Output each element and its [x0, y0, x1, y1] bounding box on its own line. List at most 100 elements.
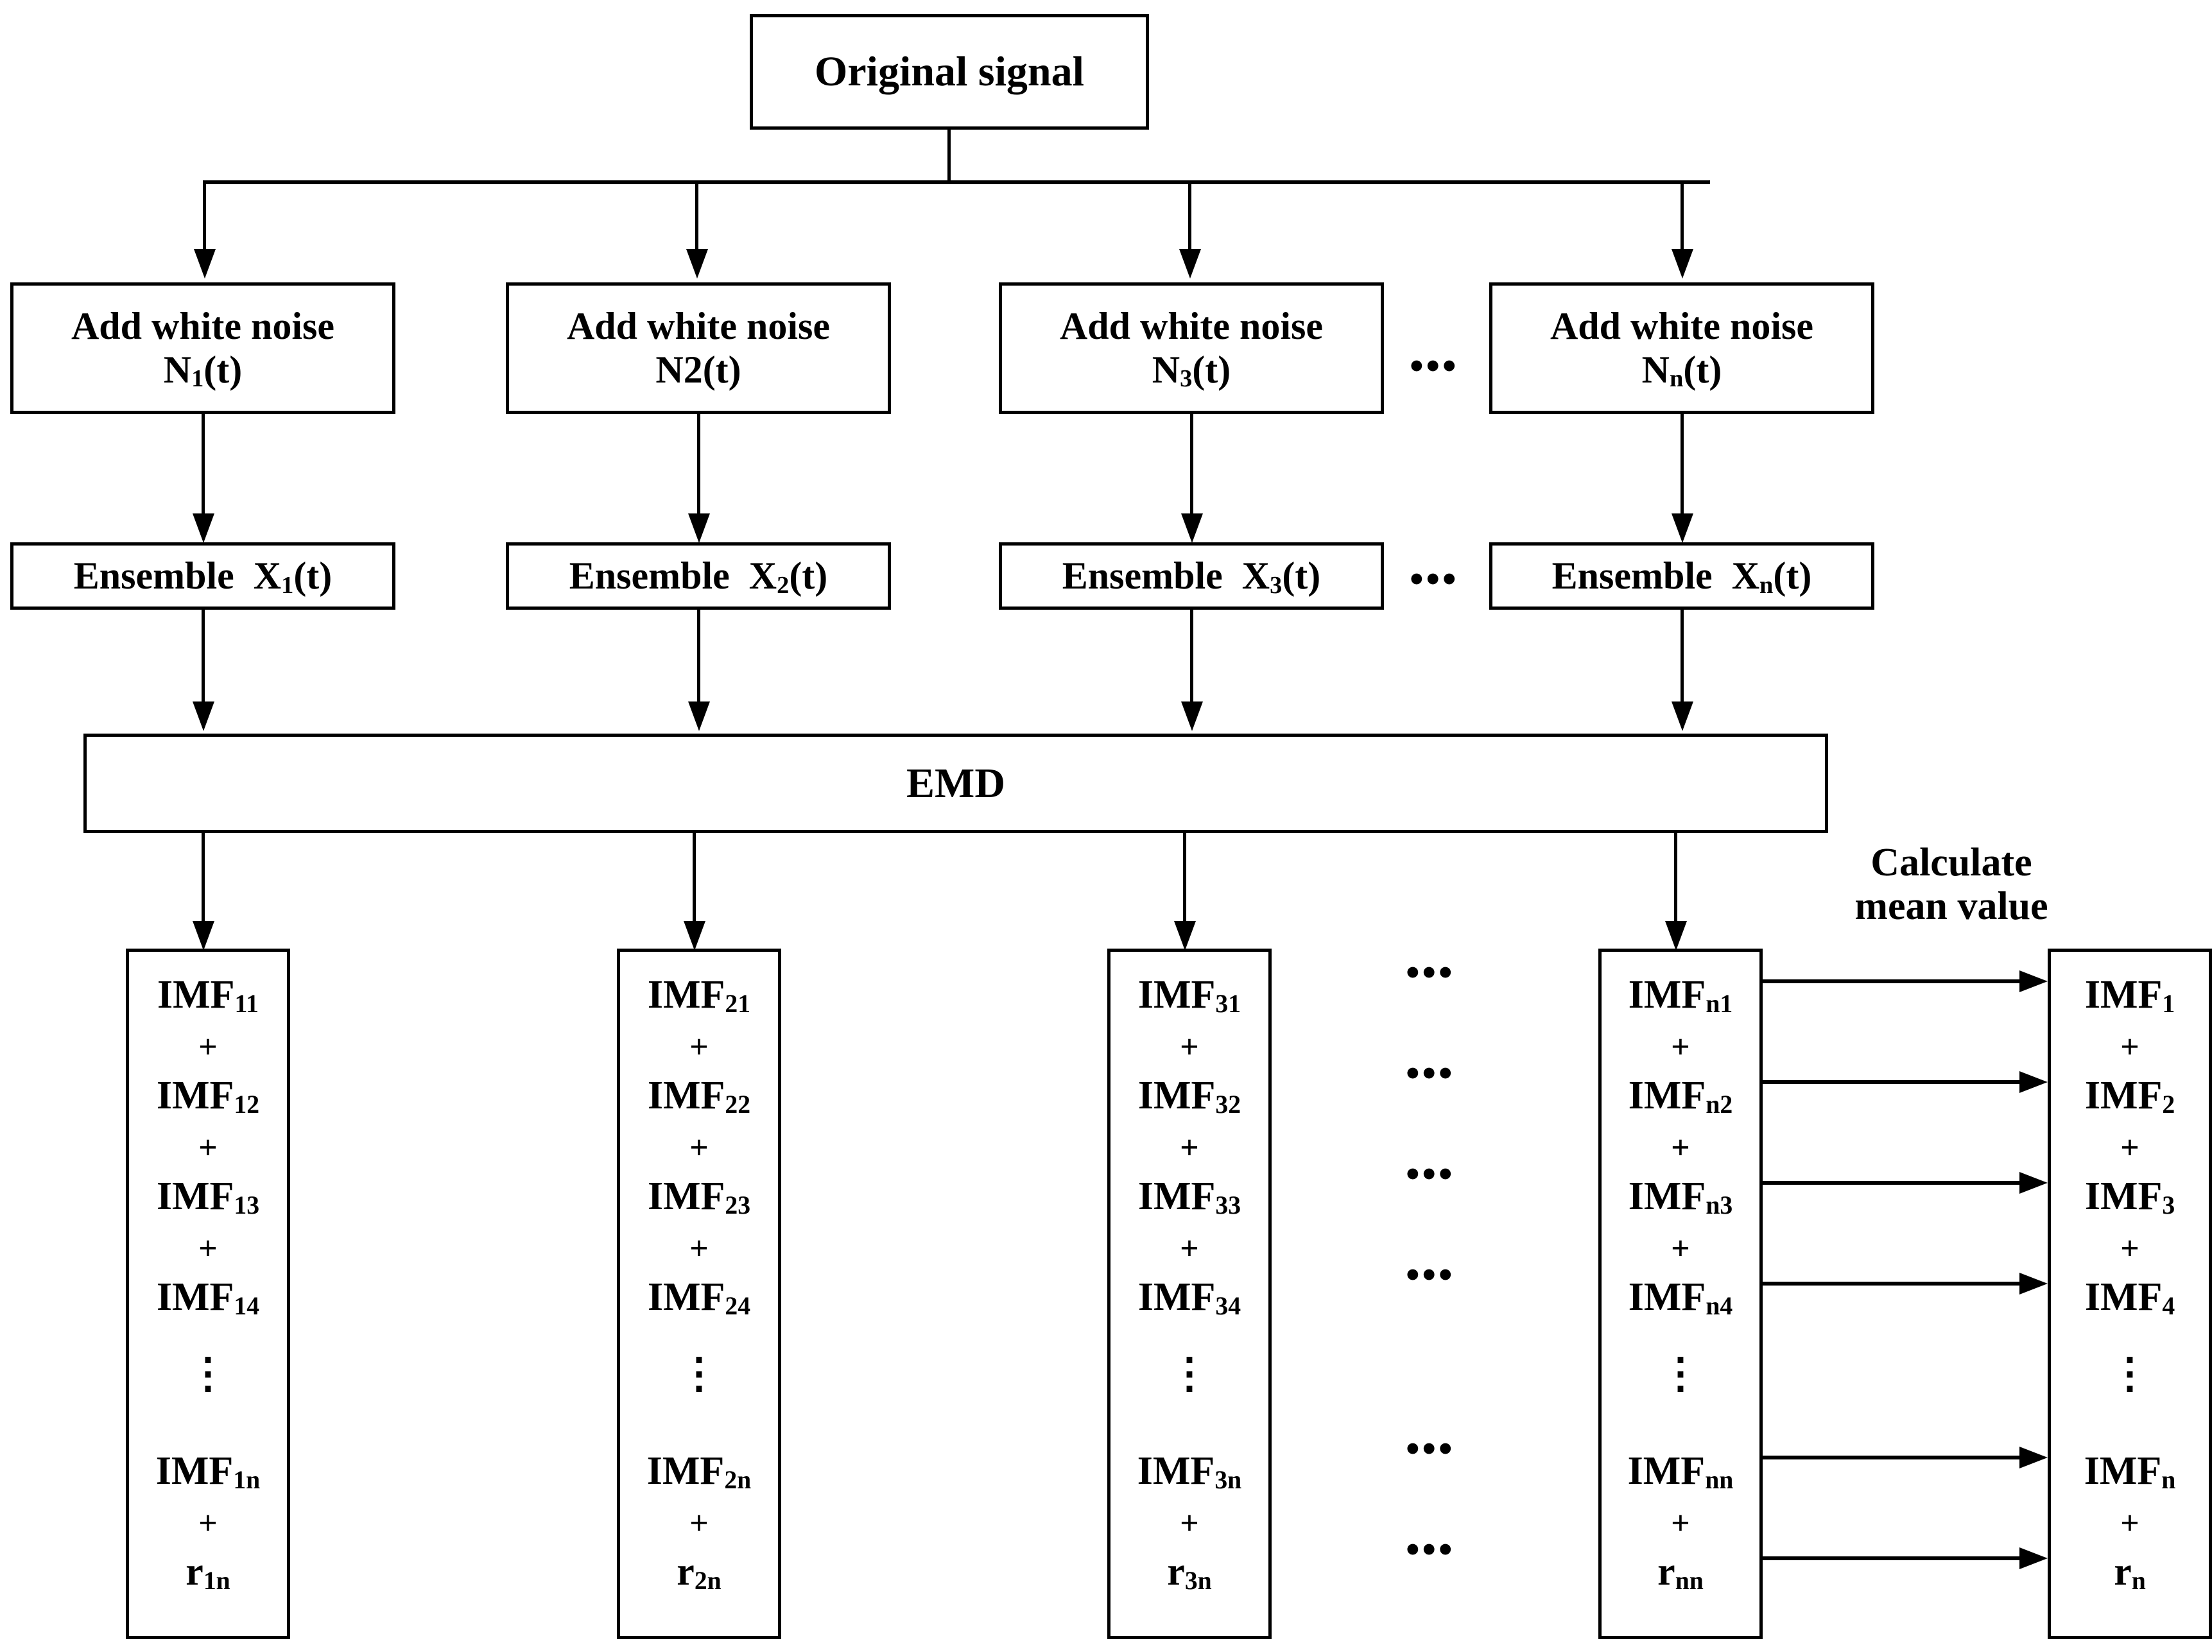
residual-term: r1n — [186, 1550, 230, 1596]
arrow-to-ensemble-3 — [1181, 513, 1203, 543]
plus-sign: + — [2120, 1505, 2139, 1542]
plus-sign: + — [2120, 1230, 2139, 1267]
imf-term: IMFn2 — [1628, 1074, 1733, 1119]
plus-sign: + — [689, 1230, 709, 1267]
add-white-noise-box-n[interactable]: Add white noise Nn(t) — [1489, 282, 1874, 414]
imf-row-ellipsis-1: ••• — [1406, 951, 1455, 995]
ensemble-box-3[interactable]: Ensemble X3(t) — [999, 542, 1384, 610]
imf-column-n[interactable]: IMFn1 + IMFn2 + IMFn3 + IMFn4 ⋮ IMFnn + … — [1598, 949, 1763, 1639]
plus-sign: + — [689, 1505, 709, 1542]
connector-ensemble-emd-3 — [1190, 610, 1193, 705]
plus-sign: + — [1671, 1130, 1690, 1166]
connector-emd-imf-2 — [693, 833, 696, 923]
arrow-to-imf-col-n — [1665, 921, 1687, 951]
imf-term: IMF33 — [1137, 1174, 1241, 1220]
add-white-noise-box-3[interactable]: Add white noise N3(t) — [999, 282, 1384, 414]
residual-term: r3n — [1167, 1550, 1212, 1596]
plus-sign: + — [198, 1230, 218, 1267]
plus-sign: + — [198, 1029, 218, 1065]
noise-title-2: Add white noise — [566, 305, 831, 348]
connector-noise-ensemble-3 — [1190, 414, 1193, 517]
add-white-noise-box-2[interactable]: Add white noise N2(t) — [506, 282, 891, 414]
imf-column-3[interactable]: IMF31 + IMF32 + IMF33 + IMF34 ⋮ IMF3n + … — [1107, 949, 1272, 1639]
imf-term: IMF11 — [157, 973, 259, 1019]
residual-term: r2n — [677, 1550, 721, 1596]
branch-line-3 — [1188, 180, 1191, 251]
mean-arrow-head-2 — [2019, 1071, 2048, 1093]
ensemble-box-n[interactable]: Ensemble Xn(t) — [1489, 542, 1874, 610]
arrow-to-imf-col-3 — [1174, 921, 1196, 951]
noise-var-3: N3(t) — [1152, 348, 1231, 393]
branch-line-1 — [203, 180, 206, 251]
imf-term: IMFn1 — [1628, 973, 1733, 1019]
ensemble-row-ellipsis: ••• — [1410, 558, 1459, 601]
imf-term: IMF1n — [155, 1449, 261, 1495]
ensemble-box-2[interactable]: Ensemble X2(t) — [506, 542, 891, 610]
mean-arrow-line-4 — [1763, 1282, 2019, 1286]
imf-column-result[interactable]: IMF1 + IMF2 + IMF3 + IMF4 ⋮ IMFn + rn — [2048, 949, 2212, 1639]
emd-box[interactable]: EMD — [83, 734, 1828, 833]
imf-row-ellipsis-3: ••• — [1406, 1153, 1455, 1196]
ensemble-label-n: Ensemble Xn(t) — [1551, 554, 1812, 599]
noise-var-n: Nn(t) — [1641, 348, 1722, 393]
imf-term: IMF21 — [647, 973, 751, 1019]
mean-arrow-head-1 — [2019, 970, 2048, 992]
imf-column-1[interactable]: IMF11 + IMF12 + IMF13 + IMF14 ⋮ IMF1n + … — [126, 949, 290, 1639]
arrow-to-emd-3 — [1181, 701, 1203, 731]
noise-var-2: N2(t) — [655, 348, 741, 391]
calculate-mean-value-label: Calculate mean value — [1804, 841, 2099, 928]
mean-arrow-head-5 — [2019, 1447, 2048, 1468]
mean-arrow-line-6 — [1763, 1556, 2019, 1560]
imf-term: IMF2 — [2084, 1074, 2175, 1119]
imf-term: IMF3n — [1137, 1449, 1242, 1495]
imf-term: IMF34 — [1137, 1275, 1241, 1321]
vertical-ellipsis: ⋮ — [678, 1350, 720, 1397]
ensemble-label-1: Ensemble X1(t) — [73, 554, 333, 599]
residual-term: rn — [2114, 1550, 2146, 1596]
connector-ensemble-emd-1 — [202, 610, 205, 705]
arrow-to-emd-n — [1672, 701, 1693, 731]
imf-term: IMF3 — [2084, 1174, 2175, 1220]
ensemble-box-1[interactable]: Ensemble X1(t) — [10, 542, 395, 610]
add-white-noise-box-1[interactable]: Add white noise N1(t) — [10, 282, 395, 414]
plus-sign: + — [1671, 1029, 1690, 1065]
connector-emd-imf-3 — [1183, 833, 1186, 923]
plus-sign: + — [1180, 1130, 1199, 1166]
distributor-bar — [203, 180, 1710, 184]
arrow-to-noise-1 — [194, 249, 216, 279]
connector-emd-imf-n — [1674, 833, 1677, 923]
connector-noise-ensemble-1 — [202, 414, 205, 517]
plus-sign: + — [198, 1505, 218, 1542]
imf-term: IMFn3 — [1628, 1174, 1733, 1220]
connector-noise-ensemble-2 — [697, 414, 700, 517]
noise-title-n: Add white noise — [1550, 305, 1814, 348]
plus-sign: + — [1180, 1230, 1199, 1267]
ensemble-label-3: Ensemble X3(t) — [1062, 554, 1321, 599]
connector-ensemble-emd-2 — [697, 610, 700, 705]
connector-emd-imf-1 — [202, 833, 205, 923]
imf-term: IMF22 — [647, 1074, 751, 1119]
original-signal-box[interactable]: Original signal — [750, 14, 1149, 130]
noise-row-ellipsis: ••• — [1410, 345, 1459, 388]
vertical-ellipsis: ⋮ — [2109, 1350, 2151, 1397]
imf-term: IMFn4 — [1628, 1275, 1733, 1321]
imf-term: IMFnn — [1627, 1449, 1734, 1495]
arrow-to-ensemble-2 — [688, 513, 710, 543]
imf-term: IMF13 — [156, 1174, 260, 1220]
noise-title-3: Add white noise — [1059, 305, 1324, 348]
arrow-to-ensemble-1 — [193, 513, 214, 543]
imf-column-2[interactable]: IMF21 + IMF22 + IMF23 + IMF24 ⋮ IMF2n + … — [617, 949, 781, 1639]
plus-sign: + — [1180, 1029, 1199, 1065]
plus-sign: + — [1671, 1505, 1690, 1542]
mean-arrow-head-4 — [2019, 1273, 2048, 1295]
imf-row-ellipsis-5: ••• — [1406, 1427, 1455, 1471]
mean-arrow-head-3 — [2019, 1172, 2048, 1194]
arrow-to-emd-1 — [193, 701, 214, 731]
plus-sign: + — [1671, 1230, 1690, 1267]
calculate-mean-line-1: Calculate — [1871, 841, 2032, 884]
original-signal-label: Original signal — [815, 48, 1084, 96]
plus-sign: + — [2120, 1130, 2139, 1166]
imf-term: IMF32 — [1137, 1074, 1241, 1119]
noise-title-1: Add white noise — [71, 305, 335, 348]
